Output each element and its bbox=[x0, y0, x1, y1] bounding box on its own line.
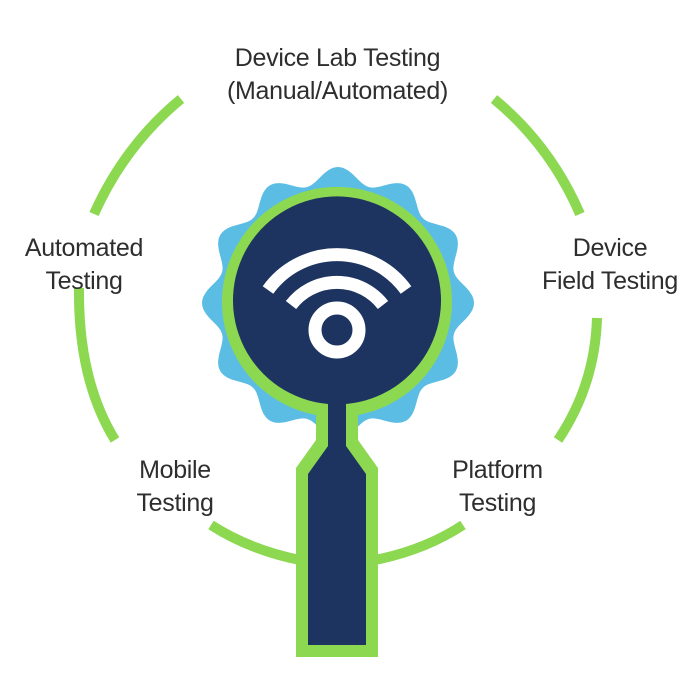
label-device-lab-testing: Device Lab Testing (Manual/Automated) bbox=[180, 42, 495, 108]
label-line: Automated bbox=[24, 234, 144, 262]
label-line: Testing bbox=[136, 489, 214, 517]
label-device-field-testing: Device Field Testing bbox=[520, 232, 700, 298]
arc-bottom-left bbox=[208, 520, 301, 565]
label-line: Device Lab Testing bbox=[234, 44, 441, 72]
label-line: Platform bbox=[452, 456, 543, 484]
arc-top-left bbox=[89, 95, 185, 217]
label-line: (Manual/Automated) bbox=[226, 77, 449, 105]
arc-left bbox=[73, 287, 120, 443]
outer-ring-arcs bbox=[73, 95, 602, 565]
label-automated-testing: Automated Testing bbox=[0, 232, 168, 298]
label-line: Field Testing bbox=[542, 267, 678, 295]
probe-body bbox=[232, 196, 442, 645]
arc-right bbox=[553, 317, 602, 443]
arc-top-right bbox=[490, 95, 585, 216]
arc-bottom-right bbox=[374, 520, 466, 565]
label-platform-testing: Platform Testing bbox=[435, 454, 560, 520]
label-mobile-testing: Mobile Testing bbox=[120, 454, 230, 520]
wifi-icon bbox=[262, 248, 412, 359]
label-line: Mobile bbox=[139, 456, 211, 484]
label-line: Testing bbox=[458, 489, 537, 517]
label-line: Device bbox=[572, 234, 648, 262]
label-line: Testing bbox=[45, 267, 123, 295]
